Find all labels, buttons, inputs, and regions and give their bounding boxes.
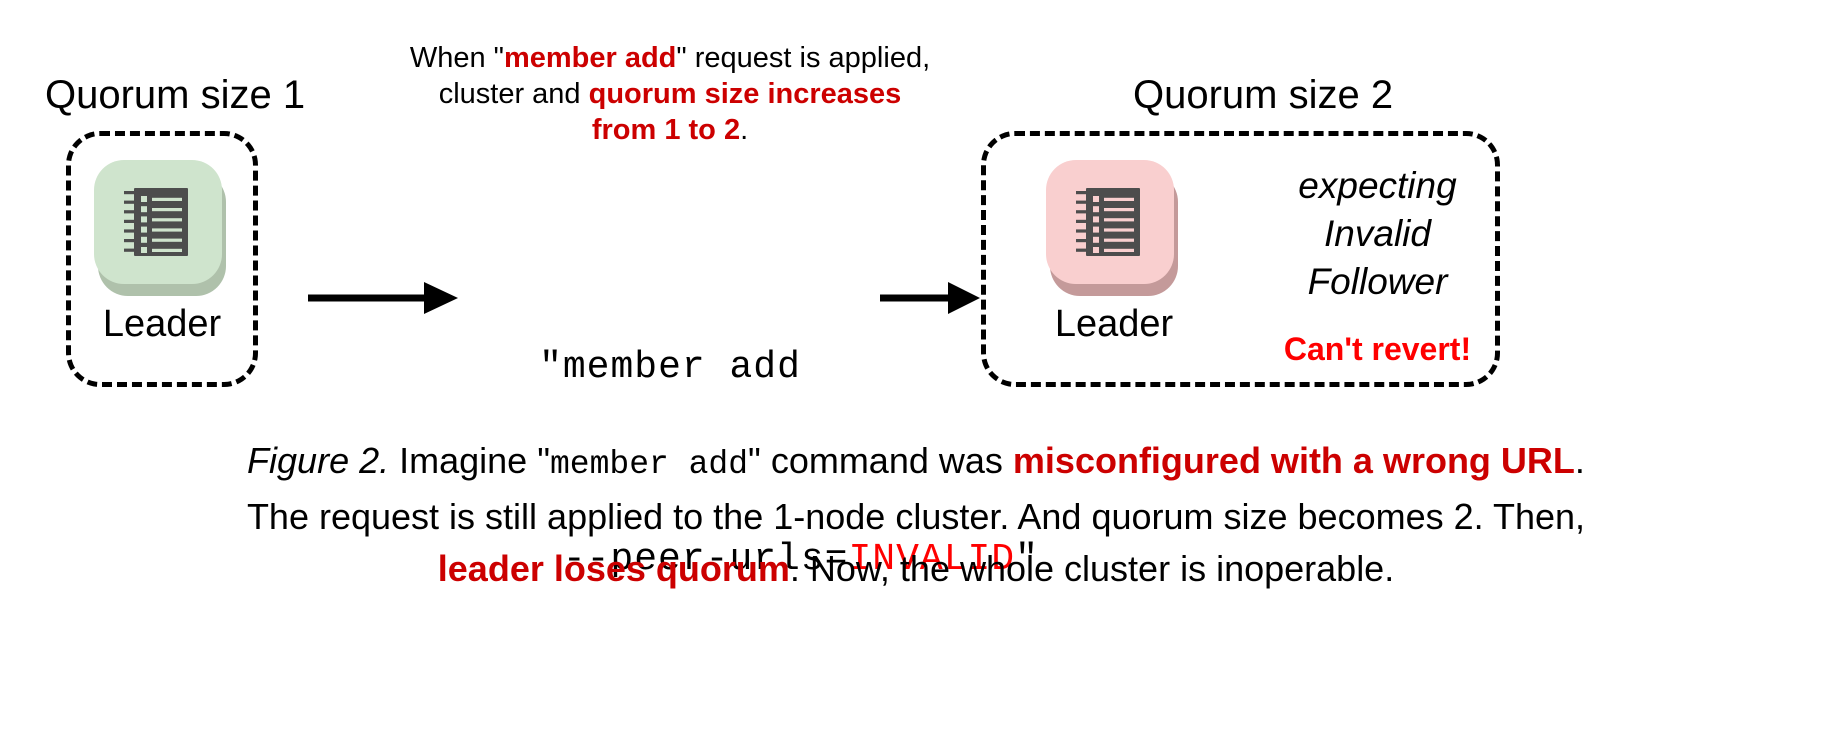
annotation-line-1: When "member add" request is applied, bbox=[360, 40, 980, 76]
caption-l3-highlight: leader loses quorum bbox=[437, 548, 790, 589]
caption-l1-highlight: misconfigured with a wrong URL bbox=[1012, 440, 1575, 481]
right-leader-node: Leader bbox=[1046, 160, 1182, 346]
caption-figure-label: Figure 2. bbox=[247, 440, 390, 481]
command-closing-quote: " bbox=[1015, 538, 1039, 581]
caption-l1-b: " command was bbox=[748, 440, 1013, 481]
annotation-l1-a: When " bbox=[409, 42, 504, 74]
command-invalid-value: INVALID bbox=[848, 538, 1016, 581]
figure-caption: Figure 2. Imagine "member add" command w… bbox=[0, 435, 1832, 595]
left-node-label: Leader bbox=[102, 303, 222, 345]
annotation-l3-c: . bbox=[740, 114, 749, 146]
arrow-right-1 bbox=[306, 278, 461, 318]
caption-l1-c: . bbox=[1574, 440, 1585, 481]
status-line-3: Follower bbox=[1307, 261, 1448, 302]
status-line-2: Invalid bbox=[1324, 213, 1431, 254]
annotation-l2-a: cluster and bbox=[438, 78, 589, 110]
annotation-l1-c: " request is applied, bbox=[676, 42, 931, 74]
right-node-icon-wrap bbox=[1046, 160, 1182, 296]
cant-revert-warning: Can't revert! bbox=[1283, 331, 1472, 367]
server-ledger-icon bbox=[94, 160, 222, 284]
status-line-1: expecting bbox=[1298, 165, 1457, 206]
annotation-l3-highlight: from 1 to 2 bbox=[591, 114, 741, 146]
server-ledger-icon bbox=[1046, 160, 1174, 284]
annotation-l2-highlight: quorum size increases bbox=[588, 78, 902, 110]
annotation-l1-highlight: member add bbox=[503, 42, 677, 74]
left-leader-node: Leader bbox=[94, 160, 230, 346]
caption-line-3: leader loses quorum. Now, the whole clus… bbox=[0, 543, 1832, 595]
caption-line-1: Figure 2. Imagine "member add" command w… bbox=[0, 435, 1832, 491]
caption-line-2: The request is still applied to the 1-no… bbox=[246, 496, 1586, 537]
right-status-text: expecting Invalid Follower bbox=[1255, 162, 1500, 306]
command-flag: --peer-urls= bbox=[562, 538, 849, 581]
command-text: "member add --peer-urls=INVALID" bbox=[420, 248, 1038, 728]
annotation-line-3: from 1 to 2. bbox=[360, 112, 980, 148]
right-cluster-box bbox=[981, 131, 1500, 387]
caption-l1-mono: member add bbox=[549, 446, 749, 483]
left-node-icon-wrap bbox=[94, 160, 230, 296]
left-cluster-box bbox=[66, 131, 258, 387]
arrow-right-2 bbox=[878, 278, 983, 318]
command-line-1: "member add bbox=[539, 346, 801, 389]
center-annotation: When "member add" request is applied, cl… bbox=[360, 40, 980, 148]
caption-l1-a: Imagine " bbox=[389, 440, 550, 481]
annotation-line-2: cluster and quorum size increases bbox=[360, 76, 980, 112]
left-cluster-title: Quorum size 1 bbox=[45, 73, 306, 117]
right-cluster-title: Quorum size 2 bbox=[1133, 73, 1394, 117]
caption-l3-b: . Now, the whole cluster is inoperable. bbox=[789, 548, 1395, 589]
right-node-label: Leader bbox=[1054, 303, 1174, 345]
command-line-2: --peer-urls=INVALID" bbox=[420, 488, 1038, 632]
